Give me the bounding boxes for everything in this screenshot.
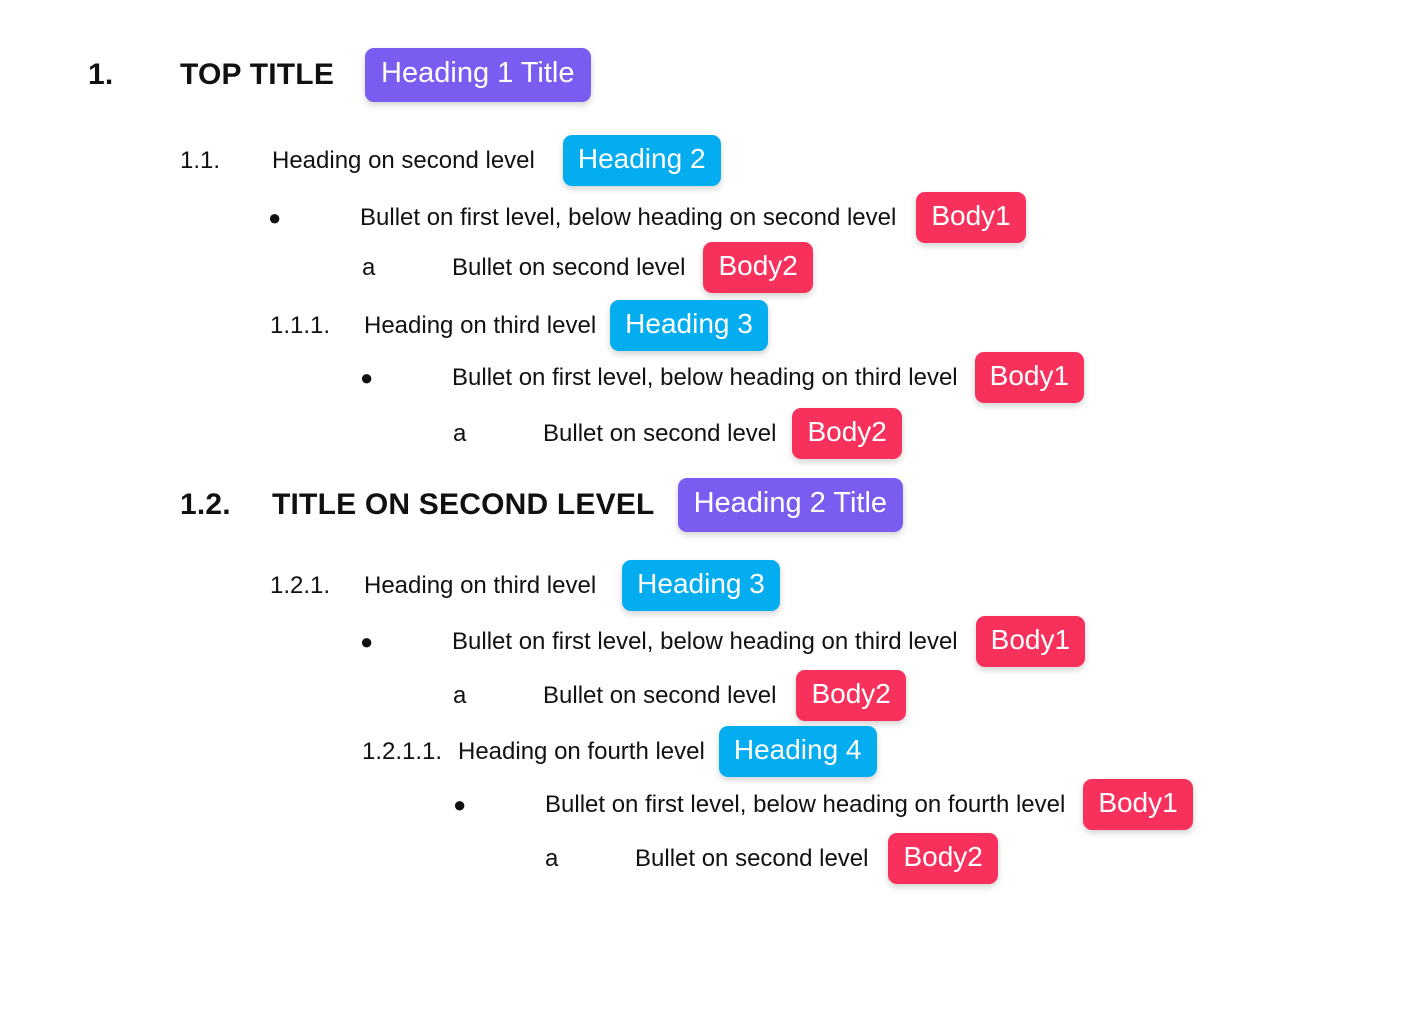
row-number: 1.2. (180, 488, 231, 521)
outline-row-heading-1-2-1: 1.2.1. Heading on third level Heading 3 (270, 560, 780, 611)
bullet-marker-letter: a (362, 253, 376, 281)
row-text: Heading on third level (364, 311, 597, 339)
row-number: 1.1. (180, 146, 221, 174)
row-number: 1.2.1. (270, 571, 331, 599)
outline-row-bullet-1: ● Bullet on first level, below heading o… (453, 779, 1193, 830)
outline-row-heading-1-2-1-1: 1.2.1.1. Heading on fourth level Heading… (362, 726, 877, 777)
style-badge-body1: Body1 (916, 192, 1026, 243)
outline-row-bullet-2: a Bullet on second level Body2 (362, 242, 813, 293)
style-badge-heading-2: Heading 2 (562, 135, 721, 186)
outline-row-bullet-2: a Bullet on second level Body2 (453, 670, 906, 721)
outline-row-bullet-2: a Bullet on second level Body2 (453, 408, 902, 459)
style-badge-body2: Body2 (703, 242, 813, 293)
outline-row-title-1-2: 1.2. TITLE ON SECOND LEVEL Heading 2 Tit… (180, 478, 904, 532)
row-text: TITLE ON SECOND LEVEL (272, 488, 655, 521)
style-badge-body1: Body1 (1083, 779, 1193, 830)
style-badge-body1: Body1 (974, 352, 1085, 403)
bullet-marker-icon: ● (268, 204, 282, 230)
style-badge-body2: Body2 (888, 833, 998, 884)
row-number: 1.2.1.1. (362, 737, 443, 765)
outline-row-bullet-1: ● Bullet on first level, below heading o… (360, 616, 1086, 667)
row-text: Bullet on second level (452, 253, 686, 281)
row-text: Heading on second level (272, 146, 535, 174)
bullet-marker-letter: a (453, 681, 467, 709)
style-badge-body2: Body2 (792, 408, 902, 459)
row-number: 1.1.1. (270, 311, 331, 339)
row-text: Bullet on second level (543, 419, 777, 447)
outline-row-bullet-1: ● Bullet on first level, below heading o… (268, 192, 1026, 243)
style-badge-body1: Body1 (975, 616, 1086, 667)
row-text: Bullet on first level, below heading on … (452, 363, 958, 391)
row-text: Bullet on first level, below heading on … (452, 627, 958, 655)
row-number: 1. (88, 58, 114, 91)
outline-row-heading-1-1-1: 1.1.1. Heading on third level Heading 3 (270, 300, 768, 351)
style-badge-heading-3: Heading 3 (610, 300, 768, 351)
row-text: TOP TITLE (180, 58, 335, 91)
bullet-marker-icon: ● (453, 791, 467, 817)
outline-row-title-1: 1. TOP TITLE Heading 1 Title (88, 48, 591, 102)
style-badge-heading-4: Heading 4 (718, 726, 877, 777)
style-badge-heading-1-title: Heading 1 Title (365, 48, 591, 102)
bullet-marker-icon: ● (360, 364, 374, 390)
row-text: Bullet on second level (635, 844, 869, 872)
bullet-marker-letter: a (453, 419, 467, 447)
style-badge-heading-2-title: Heading 2 Title (677, 478, 904, 532)
bullet-marker-letter: a (545, 844, 559, 872)
style-badge-body2: Body2 (796, 670, 906, 721)
row-text: Heading on third level (364, 571, 597, 599)
row-text: Bullet on first level, below heading on … (360, 203, 897, 231)
row-text: Bullet on second level (543, 681, 777, 709)
style-badge-heading-3: Heading 3 (622, 560, 780, 611)
outline-row-heading-1-1: 1.1. Heading on second level Heading 2 (180, 135, 721, 186)
outline-row-bullet-2: a Bullet on second level Body2 (545, 833, 998, 884)
bullet-marker-icon: ● (360, 628, 374, 654)
row-text: Bullet on first level, below heading on … (545, 790, 1066, 818)
row-text: Heading on fourth level (458, 737, 705, 765)
outline-row-bullet-1: ● Bullet on first level, below heading o… (360, 352, 1085, 403)
